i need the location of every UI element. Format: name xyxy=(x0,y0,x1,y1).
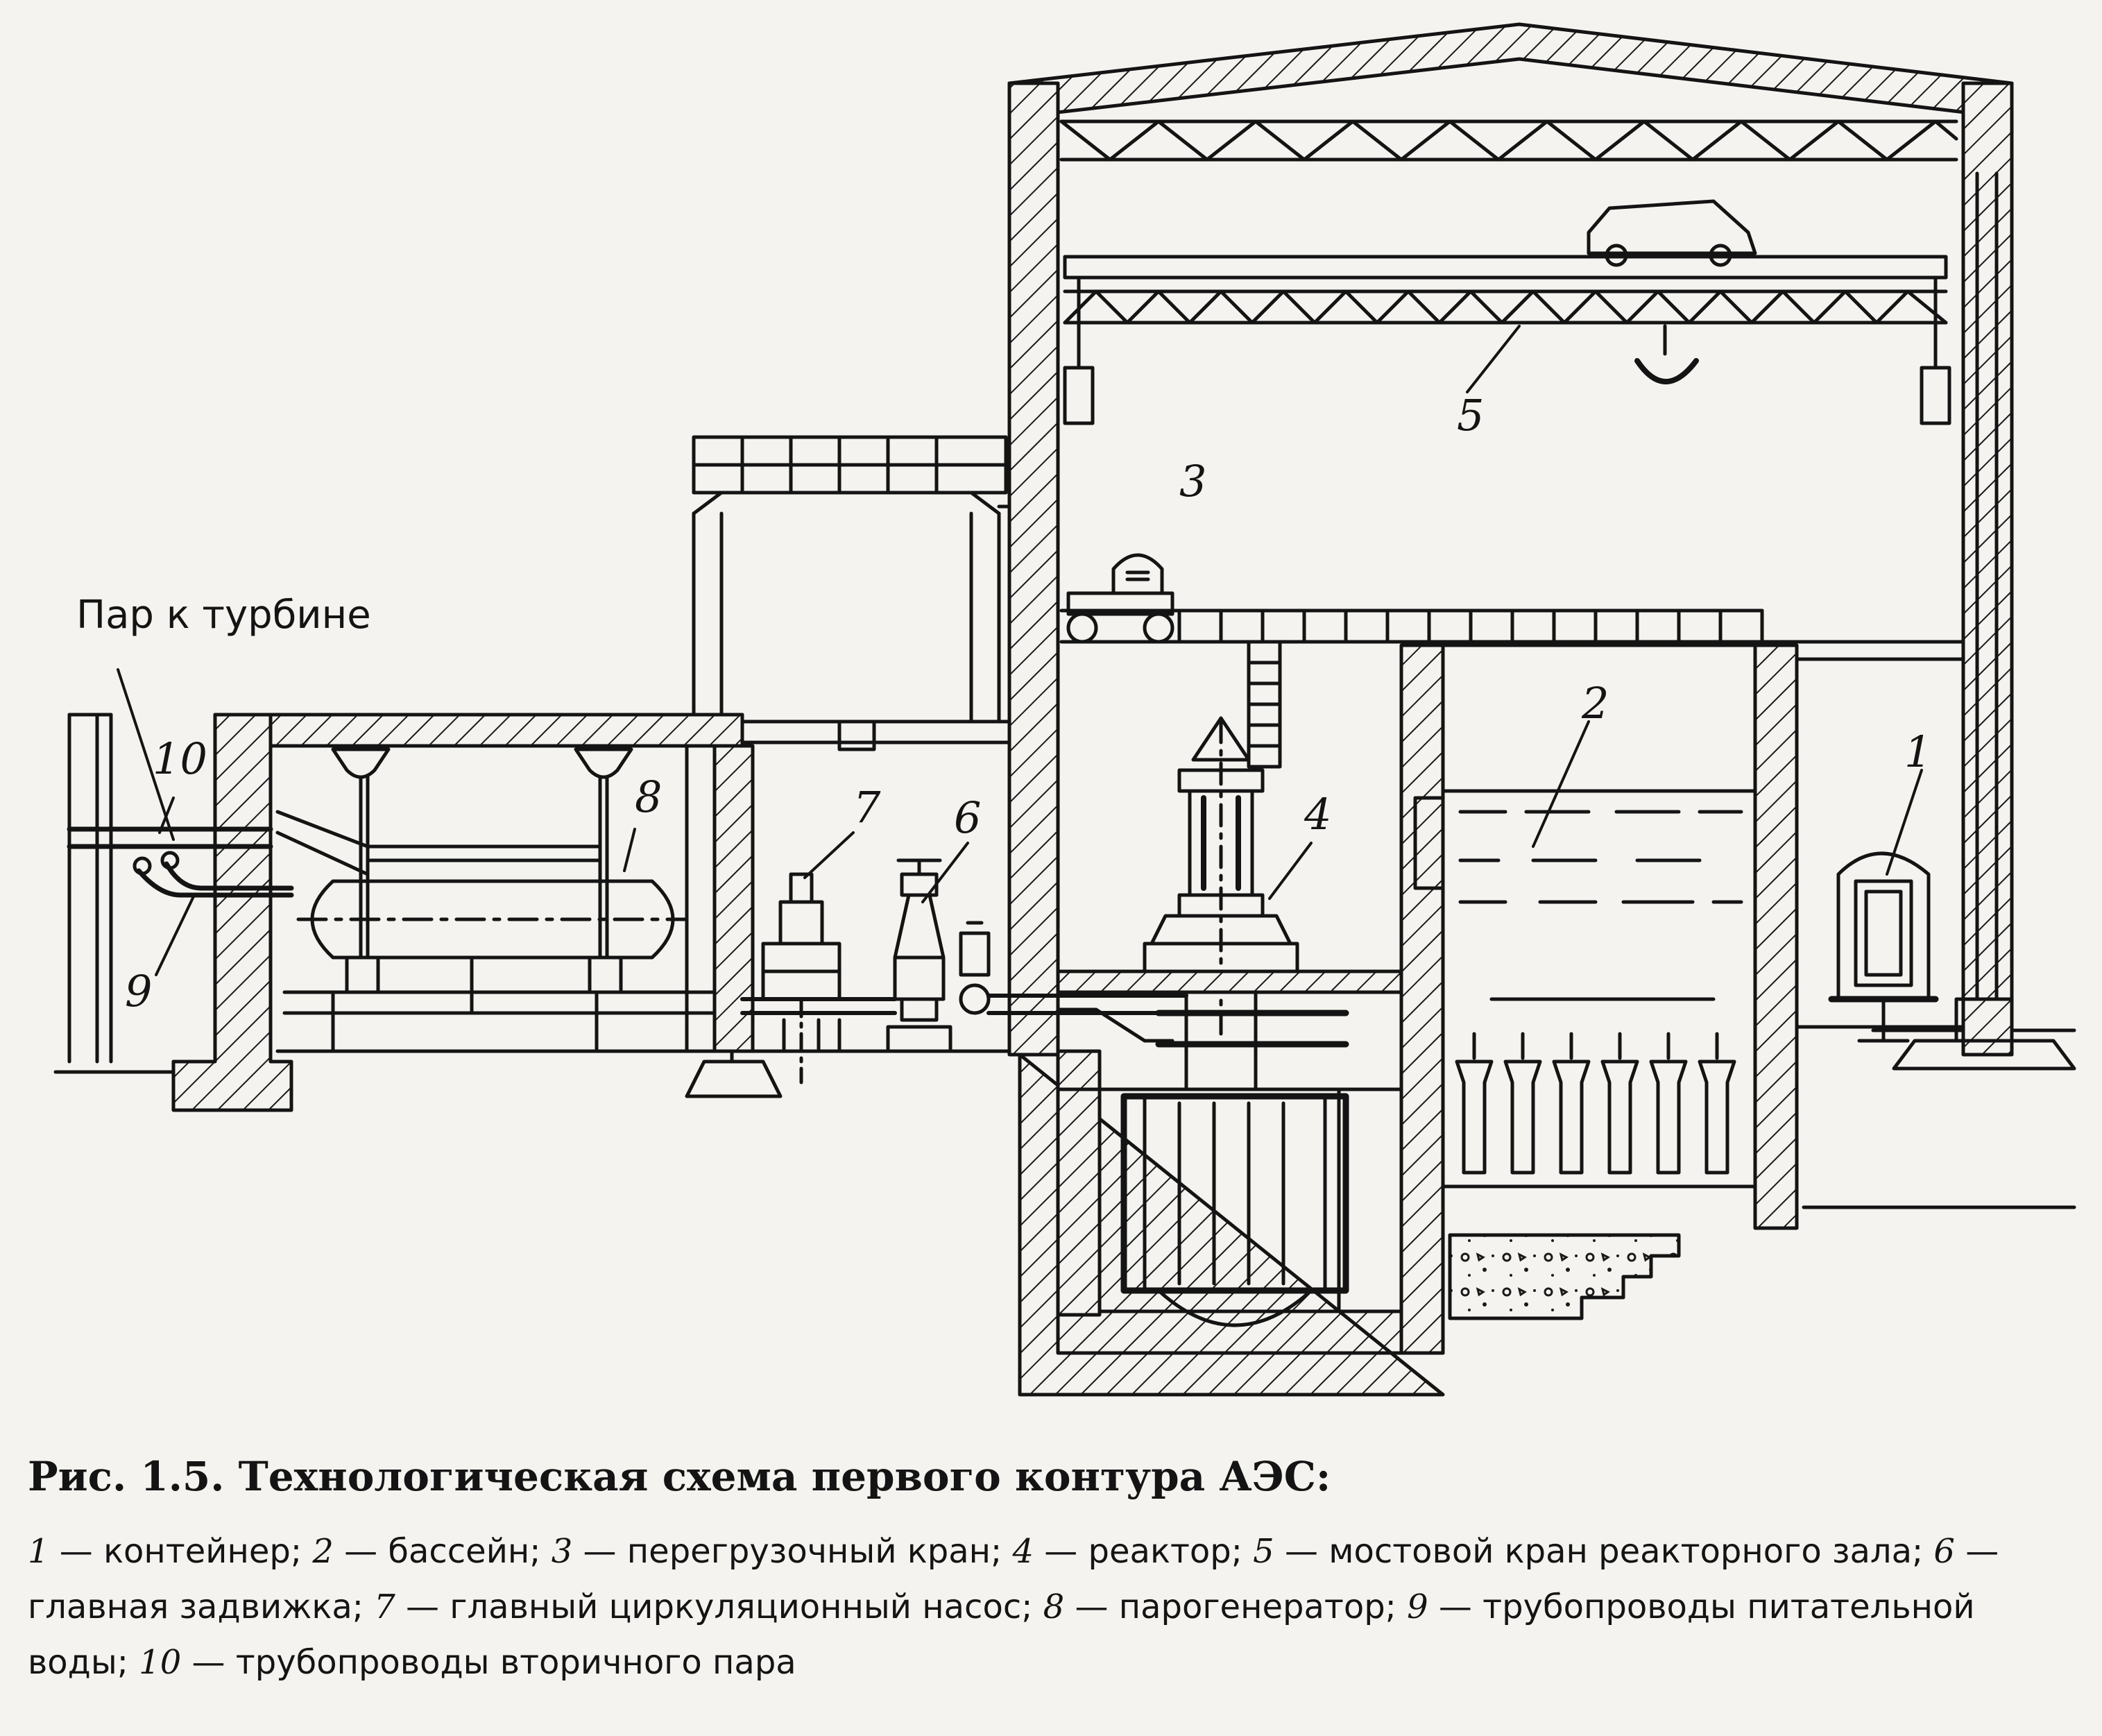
label-3: 3 xyxy=(1179,456,1206,507)
label-5: 5 xyxy=(1457,390,1484,441)
label-2: 2 xyxy=(1581,678,1609,729)
label-8: 8 xyxy=(635,772,662,822)
label-6: 6 xyxy=(954,792,981,843)
primary-loop-pipe xyxy=(740,994,1188,1053)
label-4: 4 xyxy=(1304,789,1331,840)
legend-number: 2 xyxy=(312,1532,334,1571)
steam-generator xyxy=(275,744,717,1053)
legend-number: 4 xyxy=(1012,1532,1034,1571)
legend-number: 1 xyxy=(28,1532,49,1571)
container xyxy=(1795,851,1965,1043)
reactor xyxy=(1056,640,1403,1327)
figure-caption: Рис. 1.5. Технологическая схема первого … xyxy=(28,1449,2074,1690)
legend-text: — парогенератор; xyxy=(1064,1588,1408,1626)
legend-number: 8 xyxy=(1043,1588,1065,1626)
legend-text: — трубопроводы вторичного пара xyxy=(181,1643,796,1682)
npp-primary-circuit-diagram: Пар к турбине 1 2 3 4 5 6 7 8 9 10 xyxy=(53,22,2076,1397)
legend-text: — главный циркуляционный насос; xyxy=(395,1588,1043,1626)
label-1: 1 xyxy=(1904,726,1931,777)
label-7: 7 xyxy=(853,782,881,833)
leader-lines xyxy=(117,325,1923,976)
caption-title: Рис. 1.5. Технологическая схема первого … xyxy=(28,1453,1331,1500)
caption-legend: 1 — контейнер; 2 — бассейн; 3 — перегруз… xyxy=(28,1524,2074,1690)
legend-number: 6 xyxy=(1933,1532,1955,1571)
legend-number: 10 xyxy=(139,1643,182,1682)
reactor-shaft xyxy=(1018,643,1445,1397)
pipe-gallery xyxy=(67,713,1011,1112)
refuelling-crane xyxy=(1059,553,1965,661)
label-9: 9 xyxy=(125,966,152,1016)
legend-number: 5 xyxy=(1253,1532,1274,1571)
legend-text: — главная задвижка; xyxy=(28,1532,1999,1626)
legend-number: 3 xyxy=(551,1532,573,1571)
reactor-hall-building xyxy=(1007,22,2076,1071)
legend-text: — перегрузочный кран; xyxy=(572,1532,1013,1571)
bridge-crane xyxy=(1063,199,1951,425)
main-circulating-pump xyxy=(761,872,841,1084)
legend-number: 7 xyxy=(374,1588,395,1626)
main-gate-valve xyxy=(886,858,991,1053)
legend-text: — бассейн; xyxy=(333,1532,552,1571)
label-steam-to-turbine: Пар к турбине xyxy=(76,593,371,638)
legend-text: — реактор; xyxy=(1034,1532,1254,1571)
label-10: 10 xyxy=(153,733,207,784)
auxiliary-building xyxy=(692,435,1011,751)
legend-number: 9 xyxy=(1407,1588,1428,1626)
legend-text: — трубопроводы питательной воды; xyxy=(28,1588,1975,1682)
legend-text: — контейнер; xyxy=(49,1532,313,1571)
spent-fuel-pool xyxy=(1413,643,1799,1320)
legend-text: — мостовой кран реакторного зала; xyxy=(1274,1532,1934,1571)
